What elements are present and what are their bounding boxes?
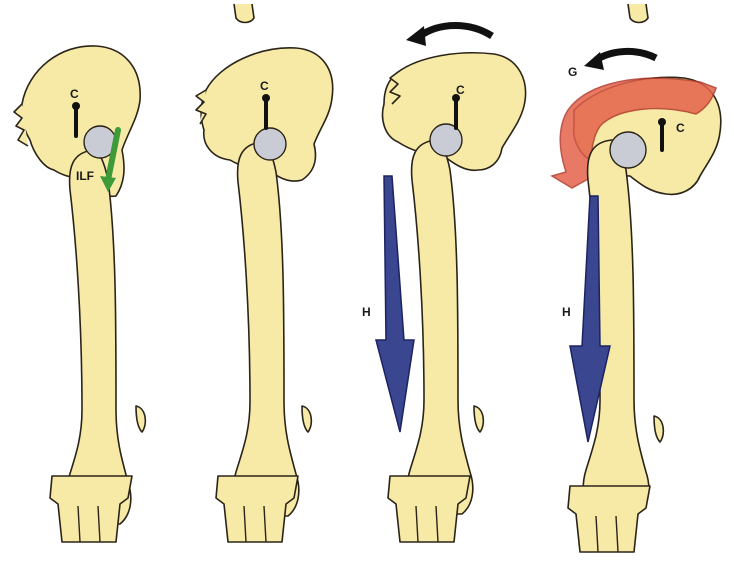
label-g: G [568, 65, 577, 79]
label-h-3: H [362, 305, 371, 319]
rotation-arrow-icon [420, 26, 492, 37]
foot-icon-4 [628, 4, 648, 23]
femur-2 [233, 142, 299, 516]
foot-icon-2 [234, 4, 254, 23]
rotation-arrowhead-3 [406, 26, 426, 46]
rotation-arrow-icon-4 [596, 51, 656, 60]
figure-3-gravity: C H [362, 26, 526, 543]
figure-4-counter-moment: G C H [552, 4, 721, 552]
femur-3 [407, 140, 473, 514]
center-dot-2 [262, 94, 270, 102]
label-h-4: H [562, 305, 571, 319]
label-c-1: C [70, 87, 79, 101]
figure-2-tilted: C [196, 4, 333, 542]
label-c-4: C [676, 121, 685, 135]
femoral-head-2 [254, 128, 286, 160]
label-ilf: ILF [76, 169, 94, 183]
center-dot-4 [658, 118, 666, 126]
center-dot-1 [72, 102, 80, 110]
label-c-2: C [260, 79, 269, 93]
label-c-3: C [456, 83, 465, 97]
figure-1-neutral: C ILF [14, 46, 145, 542]
femoral-head-4 [610, 132, 646, 168]
gravity-vector-arrow-icon [376, 176, 414, 432]
femur-1 [65, 150, 131, 524]
